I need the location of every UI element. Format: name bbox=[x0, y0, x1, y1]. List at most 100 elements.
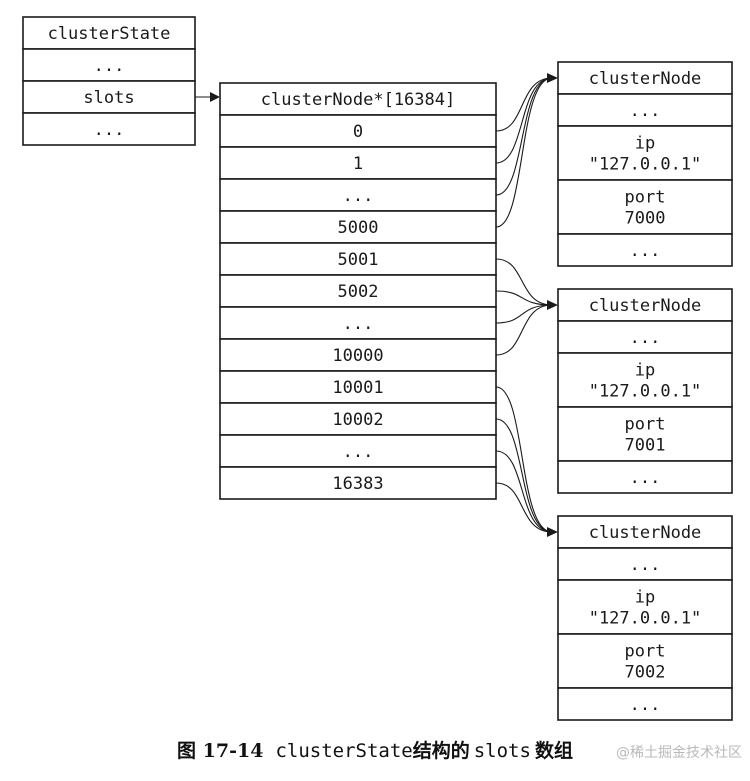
slot-pointer-curve bbox=[495, 77, 553, 164]
cluster-state-cell-box bbox=[22, 80, 196, 114]
watermark: @稀土掘金技术社区 bbox=[616, 745, 742, 761]
cluster-node-port-text: 7001 bbox=[625, 436, 666, 456]
slot-cell-box bbox=[219, 466, 497, 500]
slot-cell-box bbox=[219, 114, 497, 148]
cluster-node-ip-text: "127.0.0.1" bbox=[589, 609, 702, 629]
cluster-node-ip: ip"127.0.0.1" bbox=[557, 352, 733, 408]
cluster-node-dots: ... bbox=[557, 547, 733, 581]
slot-cell-box bbox=[219, 210, 497, 244]
slot-cell: ... bbox=[219, 178, 497, 212]
slot-cell-box bbox=[219, 434, 497, 468]
slot-pointer-curve bbox=[495, 77, 553, 196]
slot-cell-box bbox=[219, 370, 497, 404]
slots-array: clusterNode*[16384] 0 1... 5000 5001 5002... 1… bbox=[219, 82, 497, 500]
slots-array-header-box bbox=[219, 82, 497, 116]
figure-caption: 图 17-14 clusterState结构的 slots 数组 bbox=[0, 736, 750, 763]
cluster-node-ip-text: ip bbox=[635, 134, 655, 154]
slot-pointer-curve bbox=[495, 418, 553, 533]
cluster-node-7002: clusterNode...ip"127.0.0.1"port7002... bbox=[557, 515, 733, 721]
caption-text-middle: 结构的 bbox=[412, 740, 470, 762]
cluster-node-ip: ip"127.0.0.1" bbox=[557, 125, 733, 181]
slot-cell-text: ... bbox=[343, 442, 374, 462]
slot-cell: ... bbox=[219, 306, 497, 340]
cluster-state-cell: clusterState bbox=[22, 16, 196, 50]
cluster-node-dots-box bbox=[557, 93, 733, 127]
slot-pointer-curve bbox=[495, 77, 553, 132]
caption-code-term: clusterState bbox=[275, 740, 413, 762]
cluster-node-dots-text: ... bbox=[630, 241, 661, 261]
cluster-node-header: clusterNode bbox=[557, 288, 733, 322]
cluster-nodes: clusterNode...ip"127.0.0.1"port7000...cl… bbox=[557, 61, 733, 721]
cluster-state-cell-text: ... bbox=[94, 120, 125, 140]
cluster-node-ip-text: "127.0.0.1" bbox=[589, 382, 702, 402]
caption-code-term-2: slots bbox=[473, 740, 531, 762]
slot-cell: 10001 bbox=[219, 370, 497, 404]
slot-cell-text: 0 bbox=[353, 122, 363, 142]
slot-cell: 10000 bbox=[219, 338, 497, 372]
cluster-node-ip-text: ip bbox=[635, 361, 655, 381]
cluster-node-port-text: 7000 bbox=[625, 209, 666, 229]
cluster-node-header: clusterNode bbox=[557, 515, 733, 549]
slot-cell-box bbox=[219, 306, 497, 340]
cluster-node-dots-text: ... bbox=[630, 468, 661, 488]
cluster-node-header: clusterNode bbox=[557, 61, 733, 95]
cluster-node-port-box bbox=[557, 406, 733, 462]
cluster-node-port-text: 7002 bbox=[625, 663, 666, 683]
slot-cell-text: 10000 bbox=[332, 346, 383, 366]
clusterstate-slots-diagram: clusterState...slots... clusterNode*[163… bbox=[22, 16, 733, 721]
cluster-node-dots-box bbox=[557, 460, 733, 494]
slot-cell-box bbox=[219, 338, 497, 372]
cluster-node-ip-box bbox=[557, 125, 733, 181]
cluster-node-port-text: port bbox=[625, 415, 666, 435]
cluster-state-cell-text: clusterState bbox=[48, 24, 171, 44]
cluster-node-ip-box bbox=[557, 579, 733, 635]
cluster-state-cell-box bbox=[22, 48, 196, 82]
cluster-node-dots-box bbox=[557, 233, 733, 267]
cluster-state-struct: clusterState...slots... bbox=[22, 16, 196, 146]
slot-pointer-curve bbox=[495, 386, 553, 533]
slot-cell: 5000 bbox=[219, 210, 497, 244]
slot-cell-box bbox=[219, 402, 497, 436]
node-pointer-arrowhead bbox=[547, 300, 558, 310]
cluster-state-cell-box bbox=[22, 112, 196, 146]
slot-cell: 5002 bbox=[219, 274, 497, 308]
cluster-node-dots-text: ... bbox=[630, 695, 661, 715]
slot-cell-box bbox=[219, 178, 497, 212]
slot-cell-box bbox=[219, 274, 497, 308]
cluster-node-ip-box bbox=[557, 352, 733, 408]
cluster-node-dots-box bbox=[557, 687, 733, 721]
cluster-node-header-box bbox=[557, 515, 733, 549]
cluster-node-dots: ... bbox=[557, 460, 733, 494]
slots-array-header: clusterNode*[16384] bbox=[219, 82, 497, 116]
node-pointer-arrowhead bbox=[547, 527, 558, 537]
slot-pointer-curve bbox=[495, 77, 553, 228]
slot-cell-text: 5001 bbox=[338, 250, 379, 270]
slot-cell-text: 1 bbox=[353, 154, 363, 174]
slot-cell: 0 bbox=[219, 114, 497, 148]
slot-cell: 10002 bbox=[219, 402, 497, 436]
slot-cell-text: 5002 bbox=[338, 282, 379, 302]
slot-cell-box bbox=[219, 146, 497, 180]
slots-array-header-text: clusterNode*[16384] bbox=[261, 90, 455, 110]
slot-pointer-curve bbox=[495, 482, 553, 533]
slot-cell-text: ... bbox=[343, 314, 374, 334]
cluster-node-dots-text: ... bbox=[630, 101, 661, 121]
cluster-node-dots: ... bbox=[557, 93, 733, 127]
cluster-node-header-text: clusterNode bbox=[589, 523, 702, 543]
caption-text-end: 数组 bbox=[534, 740, 573, 762]
cluster-node-ip: ip"127.0.0.1" bbox=[557, 579, 733, 635]
slot-pointer-curve bbox=[495, 304, 553, 356]
slot-cell-text: 10002 bbox=[332, 410, 383, 430]
cluster-node-port-box bbox=[557, 633, 733, 689]
cluster-node-dots-box bbox=[557, 320, 733, 354]
slot-cell-text: ... bbox=[343, 186, 374, 206]
cluster-state-cell: ... bbox=[22, 112, 196, 146]
slot-pointer-curve bbox=[495, 290, 553, 306]
cluster-node-dots-text: ... bbox=[630, 555, 661, 575]
cluster-state-cell: ... bbox=[22, 48, 196, 82]
slot-cell: 5001 bbox=[219, 242, 497, 276]
cluster-node-ip-text: ip bbox=[635, 588, 655, 608]
caption-figure-number: 图 17-14 bbox=[177, 740, 264, 762]
